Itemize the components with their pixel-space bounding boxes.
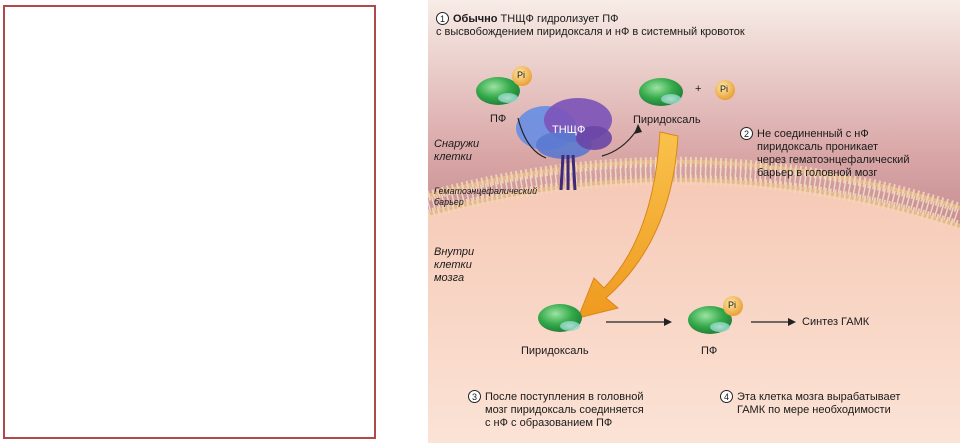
pi-label-free: Pi	[720, 84, 729, 94]
step3-number: 3	[468, 390, 481, 403]
step4-line2: ГАМК по мере необходимости	[737, 404, 891, 416]
step2-line1: Не соединенный с нФ	[757, 128, 869, 140]
hydrolysis-arrow-in	[517, 117, 547, 159]
plus-sign: +	[695, 83, 702, 95]
step3-text: 3 После поступления в головной мозг пирид…	[468, 390, 644, 430]
pf-label-top: ПФ	[490, 113, 507, 125]
pyridoxal-molecule-bottom	[538, 304, 582, 332]
step4-number: 4	[720, 390, 733, 403]
step3-line2: мозг пиридоксаль соединяется	[485, 404, 644, 416]
diagram-artwork	[428, 0, 960, 443]
pi-label-pf-bottom: Pi	[728, 300, 737, 310]
free-phosphate	[715, 80, 735, 100]
enzyme-label: ТНЩФ	[552, 124, 586, 136]
step1-number: 1	[436, 12, 449, 25]
blank-panel	[3, 5, 376, 439]
membrane	[428, 156, 960, 231]
step1-line1: ТНЩФ гидролизует ПФ	[497, 13, 619, 25]
step1-line2: с высвобождением пиридоксаля и нФ в сист…	[436, 26, 745, 38]
step2-line4: барьер в головной мозг	[757, 167, 878, 179]
pi-label-pf-top: Pi	[517, 70, 526, 80]
step3-line1: После поступления в головной	[485, 391, 644, 403]
gaba-synthesis-label: Синтез ГАМК	[802, 316, 870, 328]
pf-label-bottom: ПФ	[701, 345, 718, 357]
step2-line2: пиридоксаль проникает	[757, 141, 879, 153]
step2-text: 2 Не соединенный с нФ пиридоксаль проника…	[740, 127, 909, 180]
step2-line3: через гематоэнцефалический	[757, 154, 910, 166]
step3-line3: с нФ с образованием ПФ	[485, 417, 613, 429]
step4-text: 4 Эта клетка мозга вырабатывает ГАМК по м…	[720, 390, 900, 417]
pf-molecule-top	[476, 66, 532, 105]
vitamin-b6-diagram: 1 Обычно ТНЩФ гидролизует ПФ с высвобожде…	[428, 0, 960, 443]
pyridoxal-molecule-top	[639, 78, 683, 106]
enzyme-tnsap	[516, 98, 612, 191]
step4-line1: Эта клетка мозга вырабатывает	[737, 391, 901, 403]
step1-text: 1 Обычно ТНЩФ гидролизует ПФ с высвобожде…	[436, 12, 745, 39]
step1-bold: Обычно	[453, 13, 498, 25]
pf-molecule-bottom	[688, 296, 743, 334]
transfer-arrow	[577, 131, 679, 319]
step2-number: 2	[740, 127, 753, 140]
pyridoxal-label-bottom: Пиридоксаль	[521, 345, 589, 357]
pyridoxal-label-top: Пиридоксаль	[633, 114, 701, 126]
